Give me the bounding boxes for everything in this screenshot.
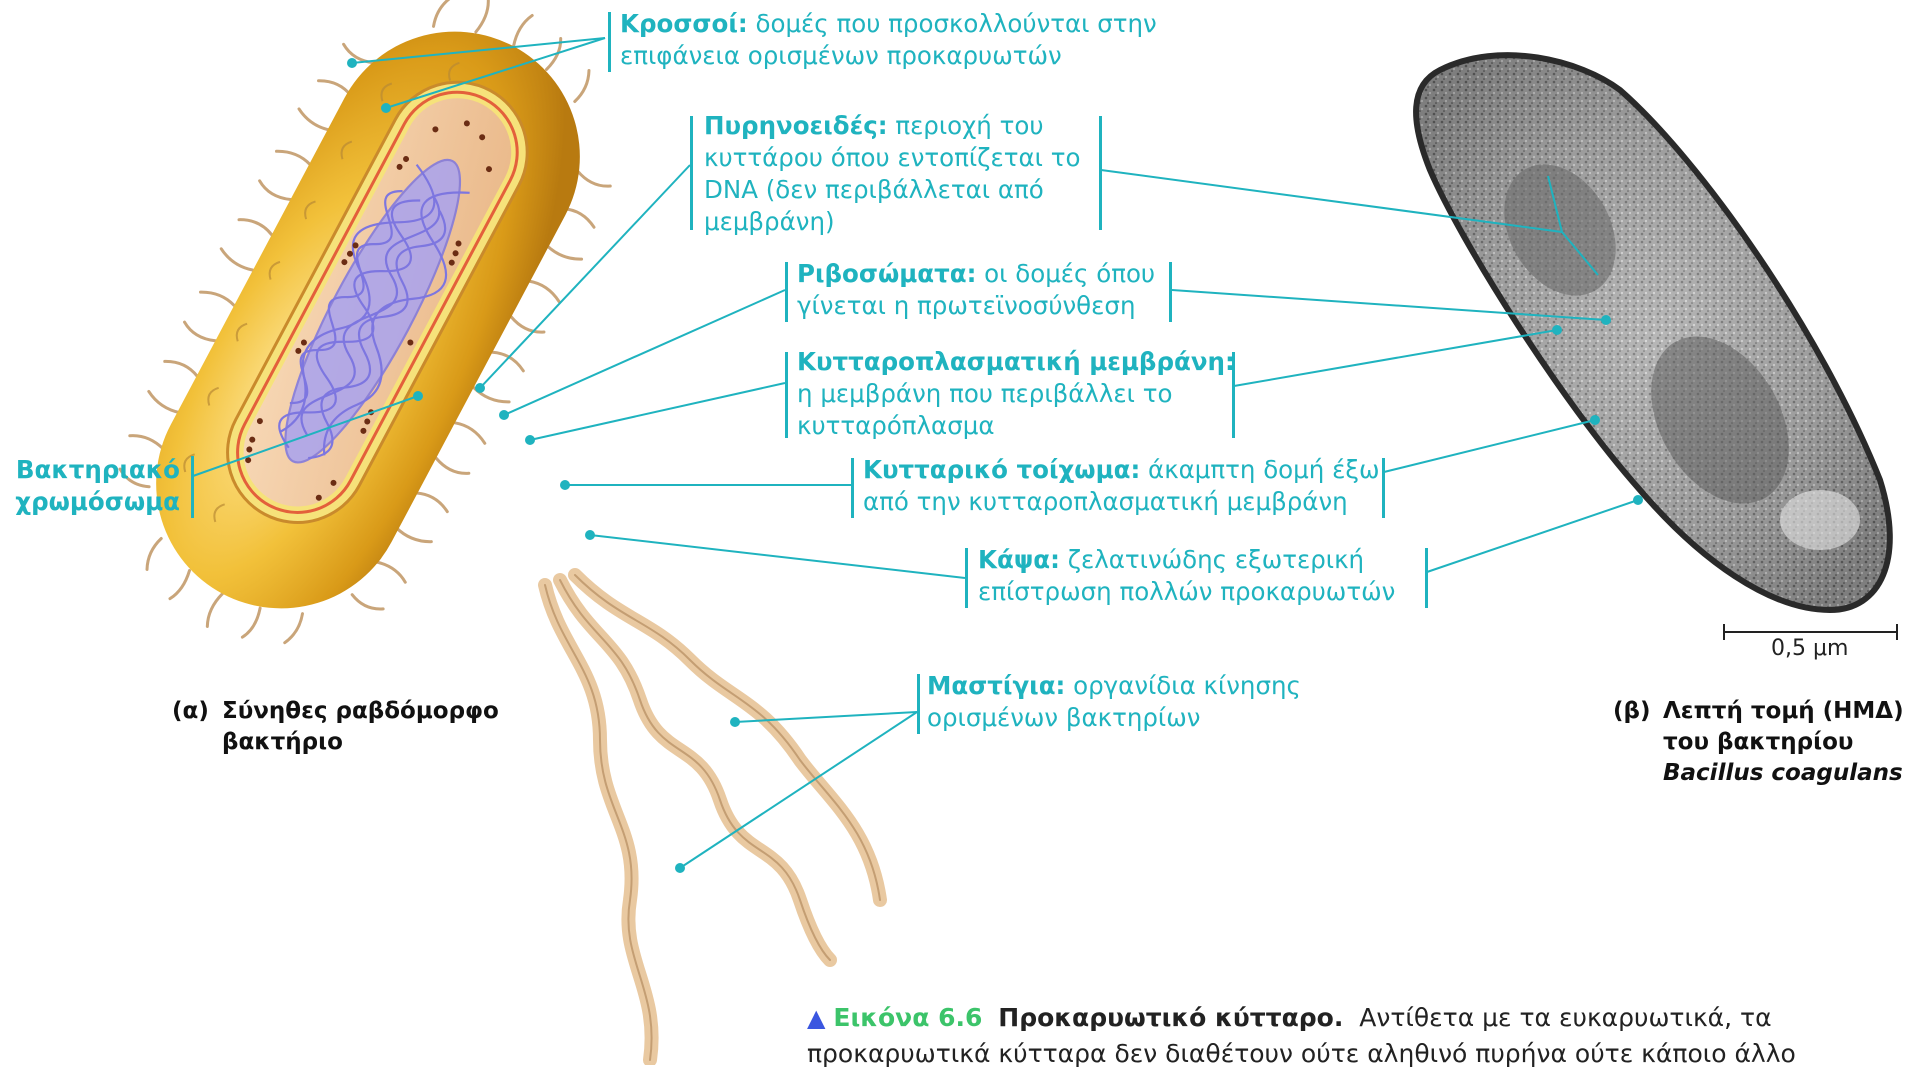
capsule-desc2: επίστρωση πολλών προκαρυωτών <box>978 577 1395 606</box>
plasma-membrane-desc1: η μεμβράνη που περιβάλλει το <box>797 379 1172 408</box>
figure-text-1: Αντίθετα με τα ευκαρυωτικά, τα <box>1359 1003 1771 1032</box>
label-bracket <box>191 456 194 518</box>
cell-wall-desc2: από την κυτταροπλασματική μεμβράνη <box>863 487 1348 516</box>
plasma-membrane-desc2: κυτταρόπλασμα <box>797 411 994 440</box>
figure-text-2: προκαρυωτικά κύτταρα δεν διαθέτουν ούτε … <box>807 1039 1796 1068</box>
plasma-membrane-term: Κυτταροπλασματική μεμβράνη: <box>797 347 1235 376</box>
label-bracket <box>1099 116 1102 230</box>
ribosomes-label: Ριβοσώματα: οι δομές όπου γίνεται η πρωτ… <box>797 258 1155 322</box>
flagella-desc1: οργανίδια κίνησης <box>1065 671 1301 700</box>
nucleoid-desc4: μεμβράνη) <box>704 207 835 236</box>
chromosome-line1: Βακτηριακό <box>16 455 180 484</box>
label-bracket <box>785 352 788 438</box>
flagella-term: Μαστίγια: <box>927 671 1065 700</box>
figure-number: Εικόνα 6.6 <box>833 1003 982 1032</box>
flagella-label: Μαστίγια: οργανίδια κίνησης ορισμένων βα… <box>927 670 1301 734</box>
caption-a: (α) Σύνηθες ραβδόμορφο βακτήριο <box>172 696 572 766</box>
cell-wall-term: Κυτταρικό τοίχωμα: <box>863 455 1140 484</box>
ribosomes-term: Ριβοσώματα: <box>797 259 976 288</box>
caption-a-line1: Σύνηθες ραβδόμορφο <box>222 698 499 724</box>
label-bracket <box>851 458 854 518</box>
chromosome-line2: χρωμόσωμα <box>15 487 180 516</box>
flagella <box>545 575 880 1060</box>
label-bracket <box>690 116 693 230</box>
scale-bar-label: 0,5 μm <box>1771 636 1848 661</box>
capsule-term: Κάψα: <box>978 545 1060 574</box>
label-bracket <box>1425 548 1428 608</box>
caption-b: (β) Λεπτή τομή (ΗΜΔ) του βακτηρίου Bacil… <box>1613 696 1903 796</box>
figure-caption: ▲ Εικόνα 6.6 Προκαρυωτικό κύτταρο. Αντίθ… <box>807 1000 1796 1072</box>
label-bracket <box>785 262 788 322</box>
fimbriae-term: Κροσσοί: <box>620 9 748 38</box>
nucleoid-label: Πυρηνοειδές: περιοχή του κυττάρου όπου ε… <box>704 110 1080 238</box>
nucleoid-desc3: DNA (δεν περιβάλλεται από <box>704 175 1044 204</box>
label-bracket <box>1169 262 1172 322</box>
label-bracket <box>608 12 611 72</box>
caption-b-line2: του βακτηρίου <box>1663 729 1853 755</box>
ribosomes-desc1: οι δομές όπου <box>976 259 1155 288</box>
fimbriae-desc2: επιφάνεια ορισμένων προκαρυωτών <box>620 41 1062 70</box>
fimbriae-label: Κροσσοί: δομές που προσκολλούνται στην ε… <box>620 8 1157 72</box>
label-bracket <box>1382 458 1385 518</box>
flagella-desc2: ορισμένων βακτηρίων <box>927 703 1200 732</box>
nucleoid-desc1: περιοχή του <box>888 111 1044 140</box>
fimbriae-desc1: δομές που προσκολλούνται στην <box>748 9 1157 38</box>
plasma-membrane-label: Κυτταροπλασματική μεμβράνη: η μεμβράνη π… <box>797 346 1235 442</box>
ribosomes-desc2: γίνεται η πρωτεϊνοσύνθεση <box>797 291 1135 320</box>
rod-bacterium <box>62 0 675 702</box>
caption-a-letter: (α) <box>172 698 209 724</box>
chromosome-label: Βακτηριακό χρωμόσωμα <box>0 454 180 518</box>
label-bracket <box>917 674 920 734</box>
caption-b-letter: (β) <box>1613 698 1651 724</box>
cell-wall-desc1: άκαμπτη δομή έξω <box>1140 455 1379 484</box>
nucleoid-term: Πυρηνοειδές: <box>704 111 888 140</box>
label-bracket <box>965 548 968 608</box>
triangle-icon: ▲ <box>807 1004 825 1032</box>
capsule-desc1: ζελατινώδης εξωτερική <box>1060 545 1364 574</box>
cell-wall-label: Κυτταρικό τοίχωμα: άκαμπτη δομή έξω από … <box>863 454 1380 518</box>
caption-a-line2: βακτήριο <box>222 729 343 755</box>
em-micrograph <box>1416 55 1890 610</box>
figure-title: Προκαρυωτικό κύτταρο. <box>998 1003 1343 1032</box>
caption-b-species: Bacillus coagulans <box>1663 760 1903 786</box>
capsule-label: Κάψα: ζελατινώδης εξωτερική επίστρωση πο… <box>978 544 1395 608</box>
caption-b-line1: Λεπτή τομή (ΗΜΔ) <box>1663 698 1904 724</box>
nucleoid-desc2: κυττάρου όπου εντοπίζεται το <box>704 143 1080 172</box>
